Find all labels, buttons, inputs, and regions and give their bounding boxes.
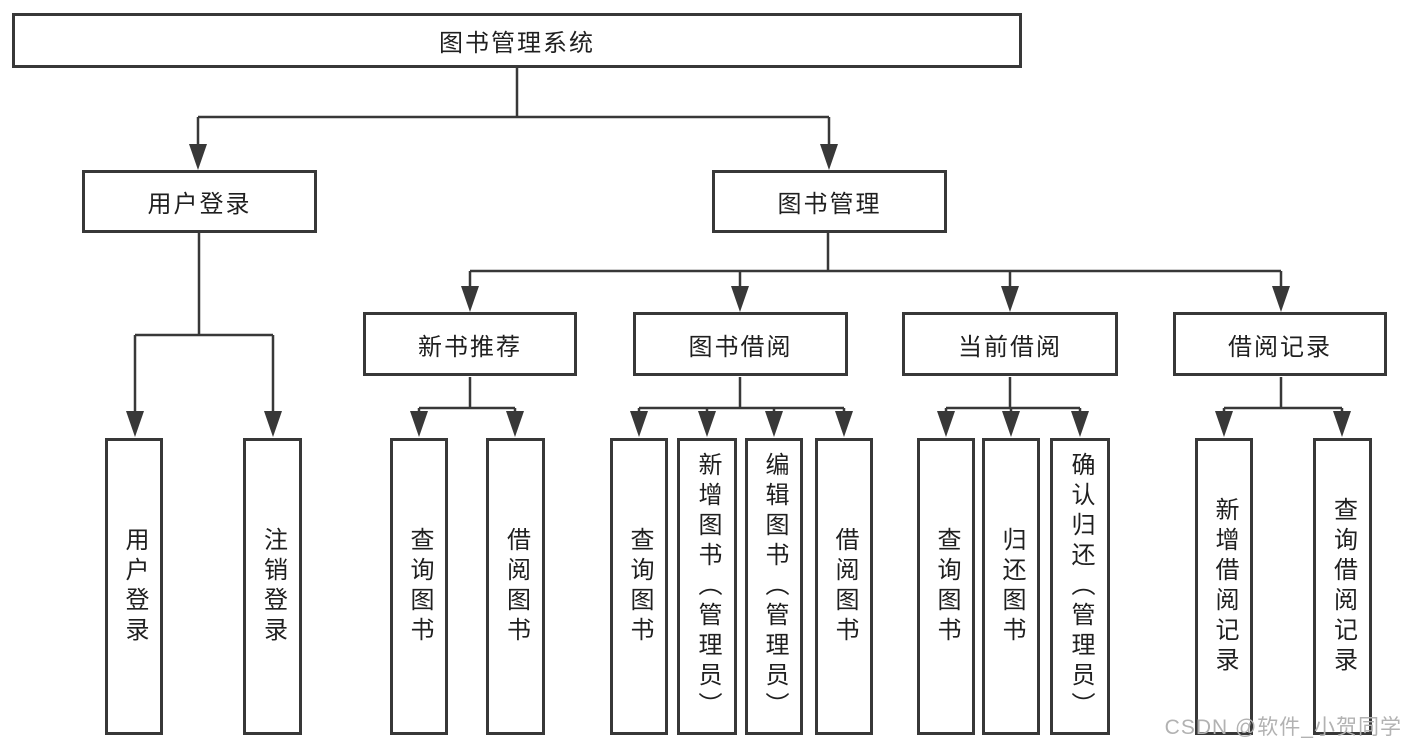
leaf-query-books-recommend: 查询图书 — [390, 438, 448, 735]
node-label: 用户登录 — [147, 191, 252, 218]
leaf-add-borrow-record: 新增借阅记录 — [1195, 438, 1253, 735]
node-user-login: 用户登录 — [82, 170, 317, 233]
node-label: 借阅图书 — [831, 526, 858, 647]
node-label: 图书管理 — [777, 191, 882, 218]
node-label: 归还图书 — [998, 526, 1025, 647]
node-label: 查询图书 — [626, 526, 653, 647]
leaf-query-borrow-record: 查询借阅记录 — [1313, 438, 1372, 735]
node-library-management-system: 图书管理系统 — [12, 13, 1022, 68]
node-label: 借阅图书 — [502, 526, 530, 647]
leaf-user-login: 用户登录 — [105, 438, 163, 735]
node-label: 用户登录 — [121, 526, 148, 647]
leaf-query-books-borrowing: 查询图书 — [610, 438, 668, 735]
node-new-book-recommend: 新书推荐 — [363, 312, 577, 376]
node-label: 新书推荐 — [418, 333, 522, 361]
node-label: 注销登录 — [259, 526, 287, 647]
leaf-add-books-admin: 新增图书（管理员） — [677, 438, 737, 735]
node-book-management: 图书管理 — [712, 170, 947, 233]
leaf-edit-books-admin: 编辑图书（管理员） — [745, 438, 803, 735]
csdn-watermark: CSDN @软件_小贺同学 — [1164, 716, 1402, 739]
leaf-borrow-books-recommend: 借阅图书 — [486, 438, 545, 735]
arrowheads — [126, 144, 1351, 437]
leaf-query-books-current: 查询图书 — [917, 438, 975, 735]
leaf-borrow-books: 借阅图书 — [815, 438, 873, 735]
node-label: 编辑图书（管理员） — [761, 451, 788, 722]
node-label: 查询借阅记录 — [1329, 496, 1357, 677]
node-borrowing-records: 借阅记录 — [1173, 312, 1387, 376]
node-current-borrowing: 当前借阅 — [902, 312, 1118, 376]
node-label: 确认归还（管理员） — [1067, 451, 1094, 722]
node-label: 查询图书 — [406, 526, 433, 647]
leaf-return-books: 归还图书 — [982, 438, 1040, 735]
node-label: 新增借阅记录 — [1211, 496, 1238, 677]
node-label: 新增图书（管理员） — [694, 451, 721, 722]
leaf-confirm-return-admin: 确认归还（管理员） — [1050, 438, 1110, 735]
node-book-borrowing: 图书借阅 — [633, 312, 848, 376]
node-label: 查询图书 — [933, 526, 960, 647]
node-label: 借阅记录 — [1228, 333, 1332, 361]
node-label: 当前借阅 — [958, 333, 1062, 361]
node-label: 图书管理系统 — [439, 30, 595, 57]
leaf-logout: 注销登录 — [243, 438, 302, 735]
node-label: 图书借阅 — [688, 333, 793, 361]
